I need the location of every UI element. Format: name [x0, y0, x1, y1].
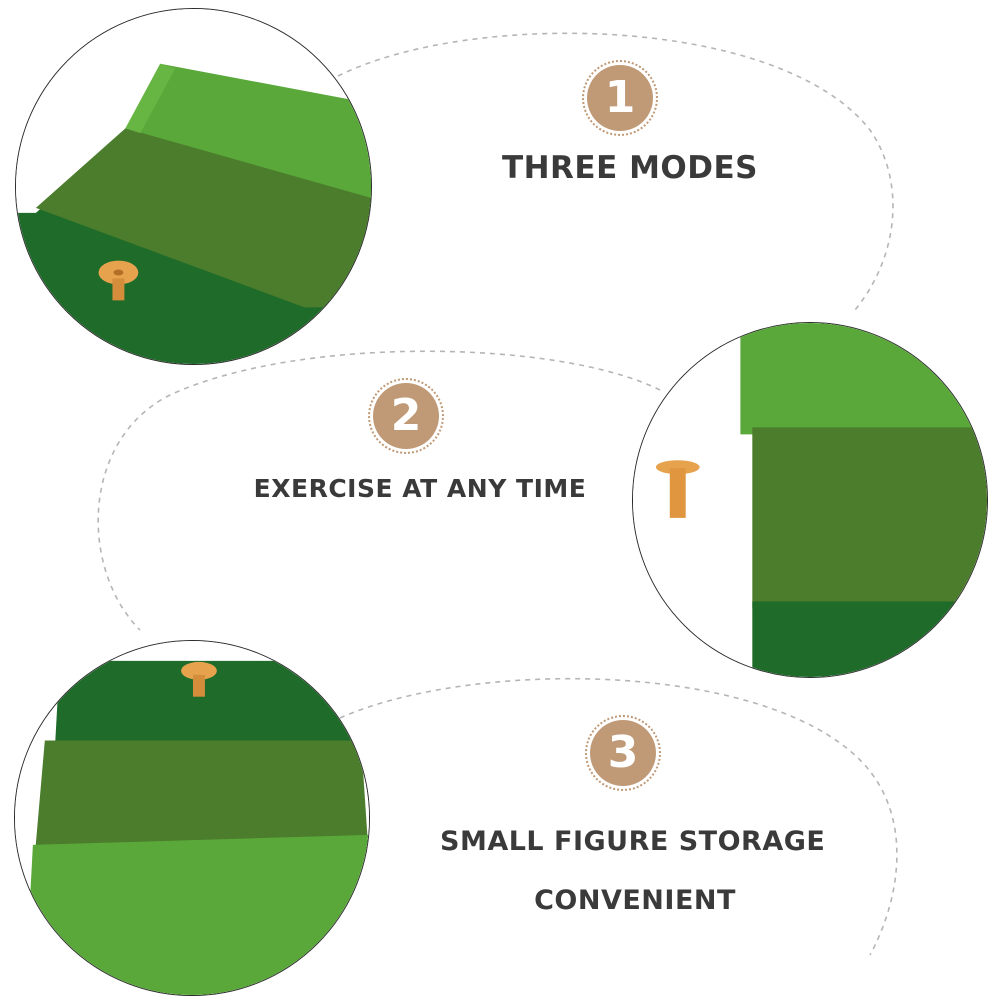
feature-title-storage-line2: CONVENIENT [534, 885, 736, 916]
mat-image-1 [16, 9, 371, 364]
mat-photo-three-modes [15, 8, 372, 365]
dashed-oval-1 [337, 32, 894, 311]
step-badge-2: 2 [368, 378, 444, 454]
mat-photo-exercise [632, 322, 988, 678]
mat-photo-storage [14, 640, 370, 996]
step-badge-3: 3 [585, 715, 661, 791]
mat-image-2 [633, 323, 987, 677]
step-number-3: 3 [607, 727, 639, 778]
feature-title-three-modes: THREE MODES [501, 150, 759, 186]
step-badge-1: 1 [582, 60, 658, 136]
feature-title-exercise: EXERCISE AT ANY TIME [253, 474, 587, 503]
step-number-2: 2 [390, 390, 422, 441]
dashed-oval-2 [97, 350, 661, 631]
feature-title-storage-line1: SMALL FIGURE STORAGE [440, 826, 826, 857]
dashed-oval-3 [339, 677, 898, 956]
step-number-1: 1 [604, 72, 636, 123]
mat-image-3 [15, 641, 369, 995]
